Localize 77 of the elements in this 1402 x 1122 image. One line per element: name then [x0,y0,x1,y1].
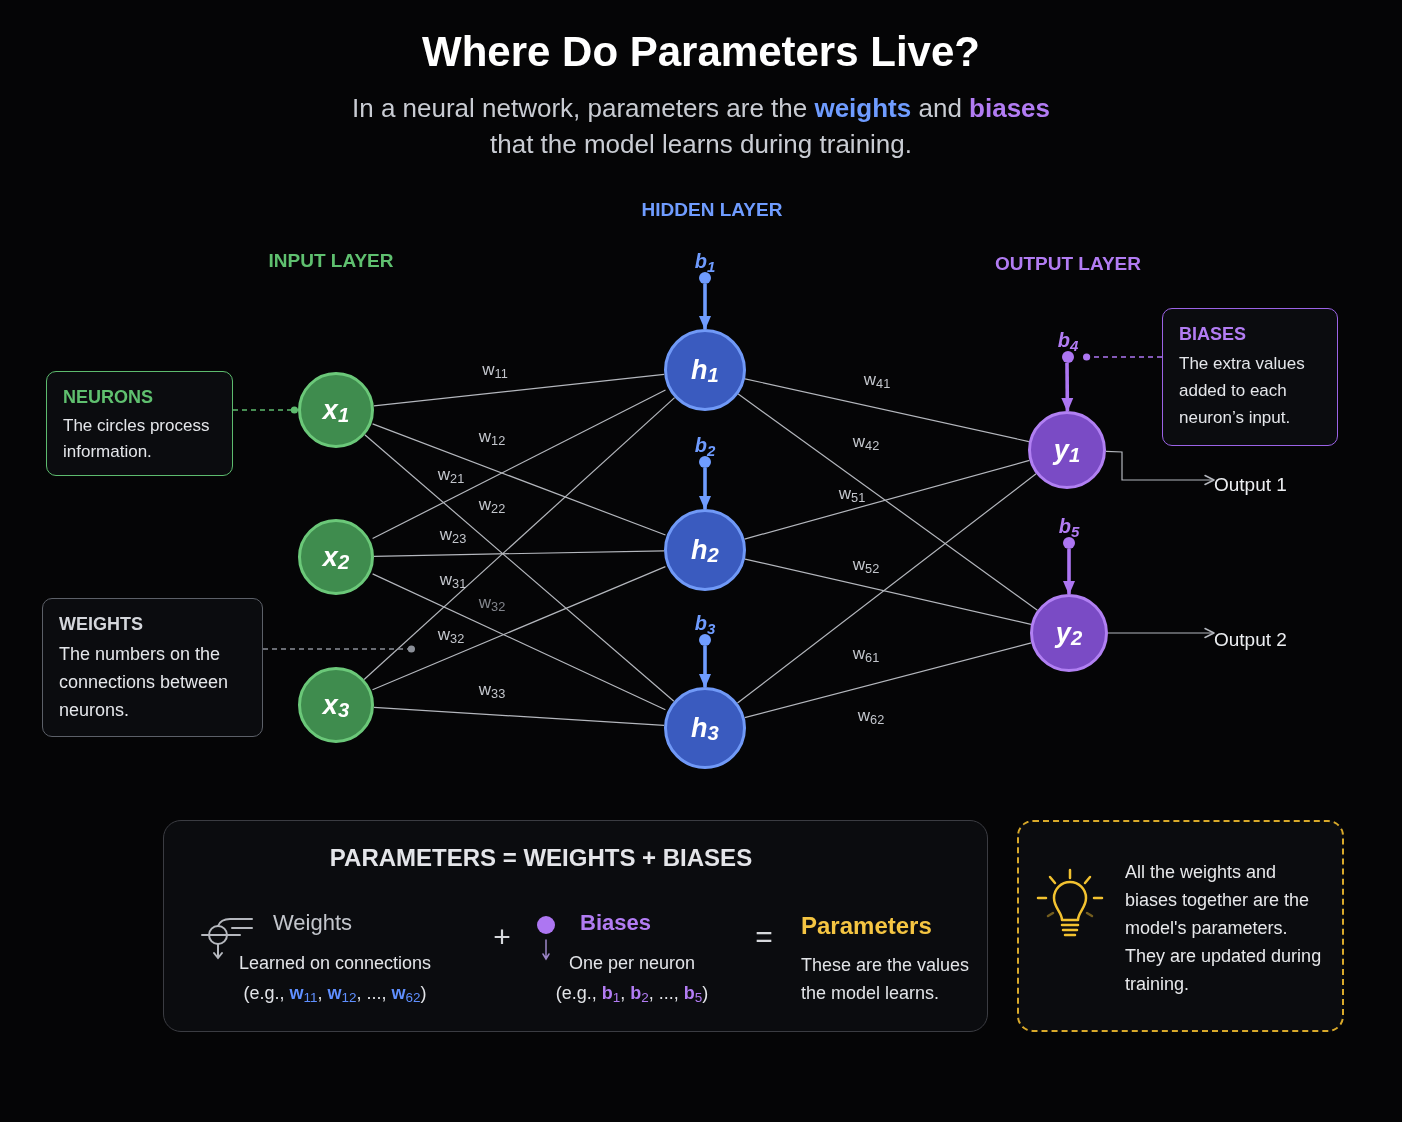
output-label: Output 1 [1214,472,1287,498]
bias-label: b$_{3}$ [694,612,716,634]
title: Where Do Parameters Live? [422,27,980,77]
term-heading: Weights [273,909,353,937]
callout-text: The extra values added to each neuron’s input. [1179,353,1306,429]
weight-label: w$_{32}$ [437,626,465,644]
term-heading: Parameters [801,911,932,941]
input-neuron: x$_{1}$ [298,372,374,448]
callout-heading: BIASES [1179,323,1248,346]
leader-line [1082,353,1163,361]
output-neuron: y$_{1}$ [1028,411,1106,489]
tip-box [1017,820,1344,1032]
weight-label: w$_{21}$ [437,466,465,484]
callout-heading: WEIGHTS [59,613,144,636]
hidden-neuron: h$_{3}$ [664,687,746,769]
weight-label: w$_{12}$ [478,428,506,446]
connection-line [372,573,666,711]
term-heading: Biases [580,909,651,937]
bias-label: b$_{2}$ [694,434,716,456]
hidden-neuron: h$_{1}$ [664,329,746,411]
weight-label: w$_{11}$ [482,361,508,379]
bias-label: b$_{5}$ [1058,515,1080,537]
arrow [1105,450,1215,486]
connection-line [744,558,1032,625]
arrow [699,646,711,688]
arrow [699,284,711,330]
weight-label: w$_{32}$ [478,594,506,612]
weight-label: w$_{51}$ [838,485,866,503]
callout-box [42,598,263,737]
arrow [1061,363,1074,412]
weight-label: w$_{33}$ [478,681,506,699]
weight-label: w$_{23}$ [439,526,467,544]
callout-box [1162,308,1338,446]
callout-heading: NEURONS [63,386,154,409]
weight-label: w$_{31}$ [439,571,467,589]
weight-label: w$_{42}$ [852,433,880,451]
subtitle: In a neural network, parameters are the weights and biases that the model learns during training. [350,92,1051,161]
weight-label: w$_{62}$ [857,707,885,725]
leader-line [232,406,299,414]
hidden-neuron: h$_{2}$ [664,509,746,591]
callout-box [46,371,233,476]
layer-label: INPUT LAYER [268,249,394,273]
connection-line [744,378,1030,443]
layer-label: HIDDEN LAYER [641,198,783,222]
input-neuron: x$_{3}$ [298,667,374,743]
term-description: One per neuron (e.g., b$_{1}$, b$_{2}$, ..., b$_{5}$) [554,952,710,1008]
connection-line [364,434,675,702]
arrow [1063,549,1075,595]
summary-panel [163,820,988,1032]
leader-line [262,645,416,653]
connection-line [737,393,1038,611]
weight-label: w$_{61}$ [852,645,880,663]
output-neuron: y$_{2}$ [1030,594,1108,672]
tip-text: All the weights and biases together are the model's parameters. They are updated during training. [1125,861,1323,996]
output-label: Output 2 [1214,627,1287,653]
equals-sign: = [755,920,773,954]
weight-label: w$_{41}$ [863,371,891,389]
weight-label: w$_{52}$ [852,556,880,574]
bias-label: b$_{1}$ [694,250,716,272]
arrow [1107,627,1215,639]
bias-label: b$_{4}$ [1057,329,1079,351]
connection-line [363,397,676,681]
arrow [699,468,711,510]
connection-line [373,373,665,407]
term-description: Learned on connections (e.g., w$_{11}$, w$_{12}$, ..., w$_{62}$) [237,952,433,1008]
layer-label: OUTPUT LAYER [995,252,1141,276]
connection-line [744,642,1032,719]
connection-line [736,473,1037,704]
connection-line [373,550,665,557]
plus-sign: + [493,920,511,954]
input-neuron: x$_{2}$ [298,519,374,595]
panel-heading: PARAMETERS = WEIGHTS + BIASES [329,843,753,873]
callout-text: The numbers on the connections between neurons. [59,643,230,722]
term-description: These are the values the model learns. [801,954,971,1005]
weight-label: w$_{22}$ [478,496,506,514]
callout-text: The circles process information. [63,415,211,463]
connection-line [373,706,665,726]
